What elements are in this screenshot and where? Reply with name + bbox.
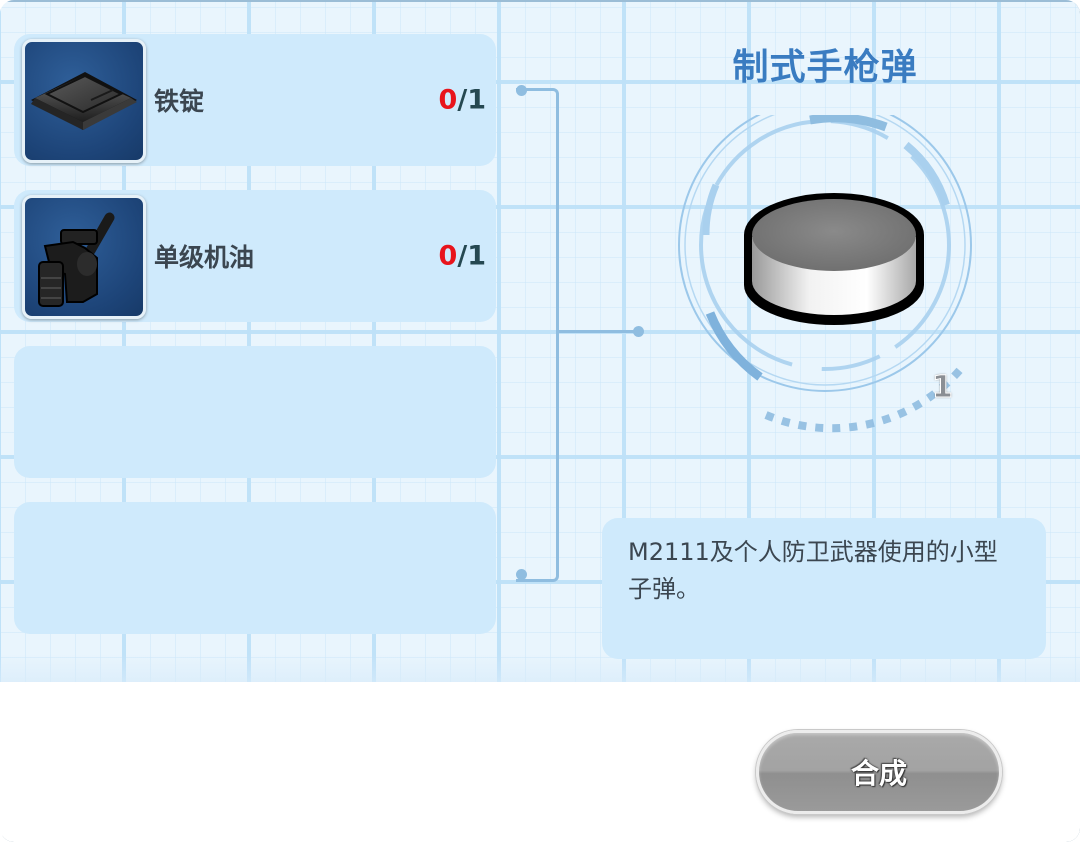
connector-dot bbox=[516, 569, 527, 580]
craft-button[interactable]: 合成 bbox=[756, 730, 1002, 814]
ingredient-slot-1[interactable]: 铁锭 0/1 bbox=[14, 34, 496, 166]
ingredient-count: 0/1 bbox=[439, 241, 486, 272]
connector-dot bbox=[516, 85, 527, 96]
ingredient-name: 铁锭 bbox=[154, 87, 205, 116]
ingredient-need: /1 bbox=[457, 84, 486, 116]
iron-ingot-icon bbox=[22, 39, 146, 163]
result-title: 制式手枪弹 bbox=[732, 47, 918, 88]
ingredient-slot-2[interactable]: 单级机油 0/1 bbox=[14, 190, 496, 322]
ingredient-name: 单级机油 bbox=[154, 243, 255, 272]
result-description: M2111及个人防卫武器使用的小型子弹。 bbox=[602, 518, 1046, 659]
oil-can-icon bbox=[22, 195, 146, 319]
ingredient-slot-3-empty[interactable] bbox=[14, 346, 496, 478]
result-quantity: 1 bbox=[932, 370, 954, 406]
ingredient-have: 0 bbox=[438, 84, 458, 116]
craft-button-label: 合成 bbox=[850, 757, 907, 790]
connector-line-output bbox=[556, 330, 638, 333]
recipe-connector-bracket bbox=[516, 88, 559, 582]
ingredient-need: /1 bbox=[457, 240, 486, 272]
connector-dot bbox=[633, 326, 644, 337]
ingredient-slot-4-empty[interactable] bbox=[14, 502, 496, 634]
pistol-ammo-icon bbox=[678, 98, 972, 433]
ingredient-have: 0 bbox=[438, 240, 458, 272]
result-item-display[interactable] bbox=[676, 98, 976, 435]
ingredient-count: 0/1 bbox=[439, 85, 486, 116]
